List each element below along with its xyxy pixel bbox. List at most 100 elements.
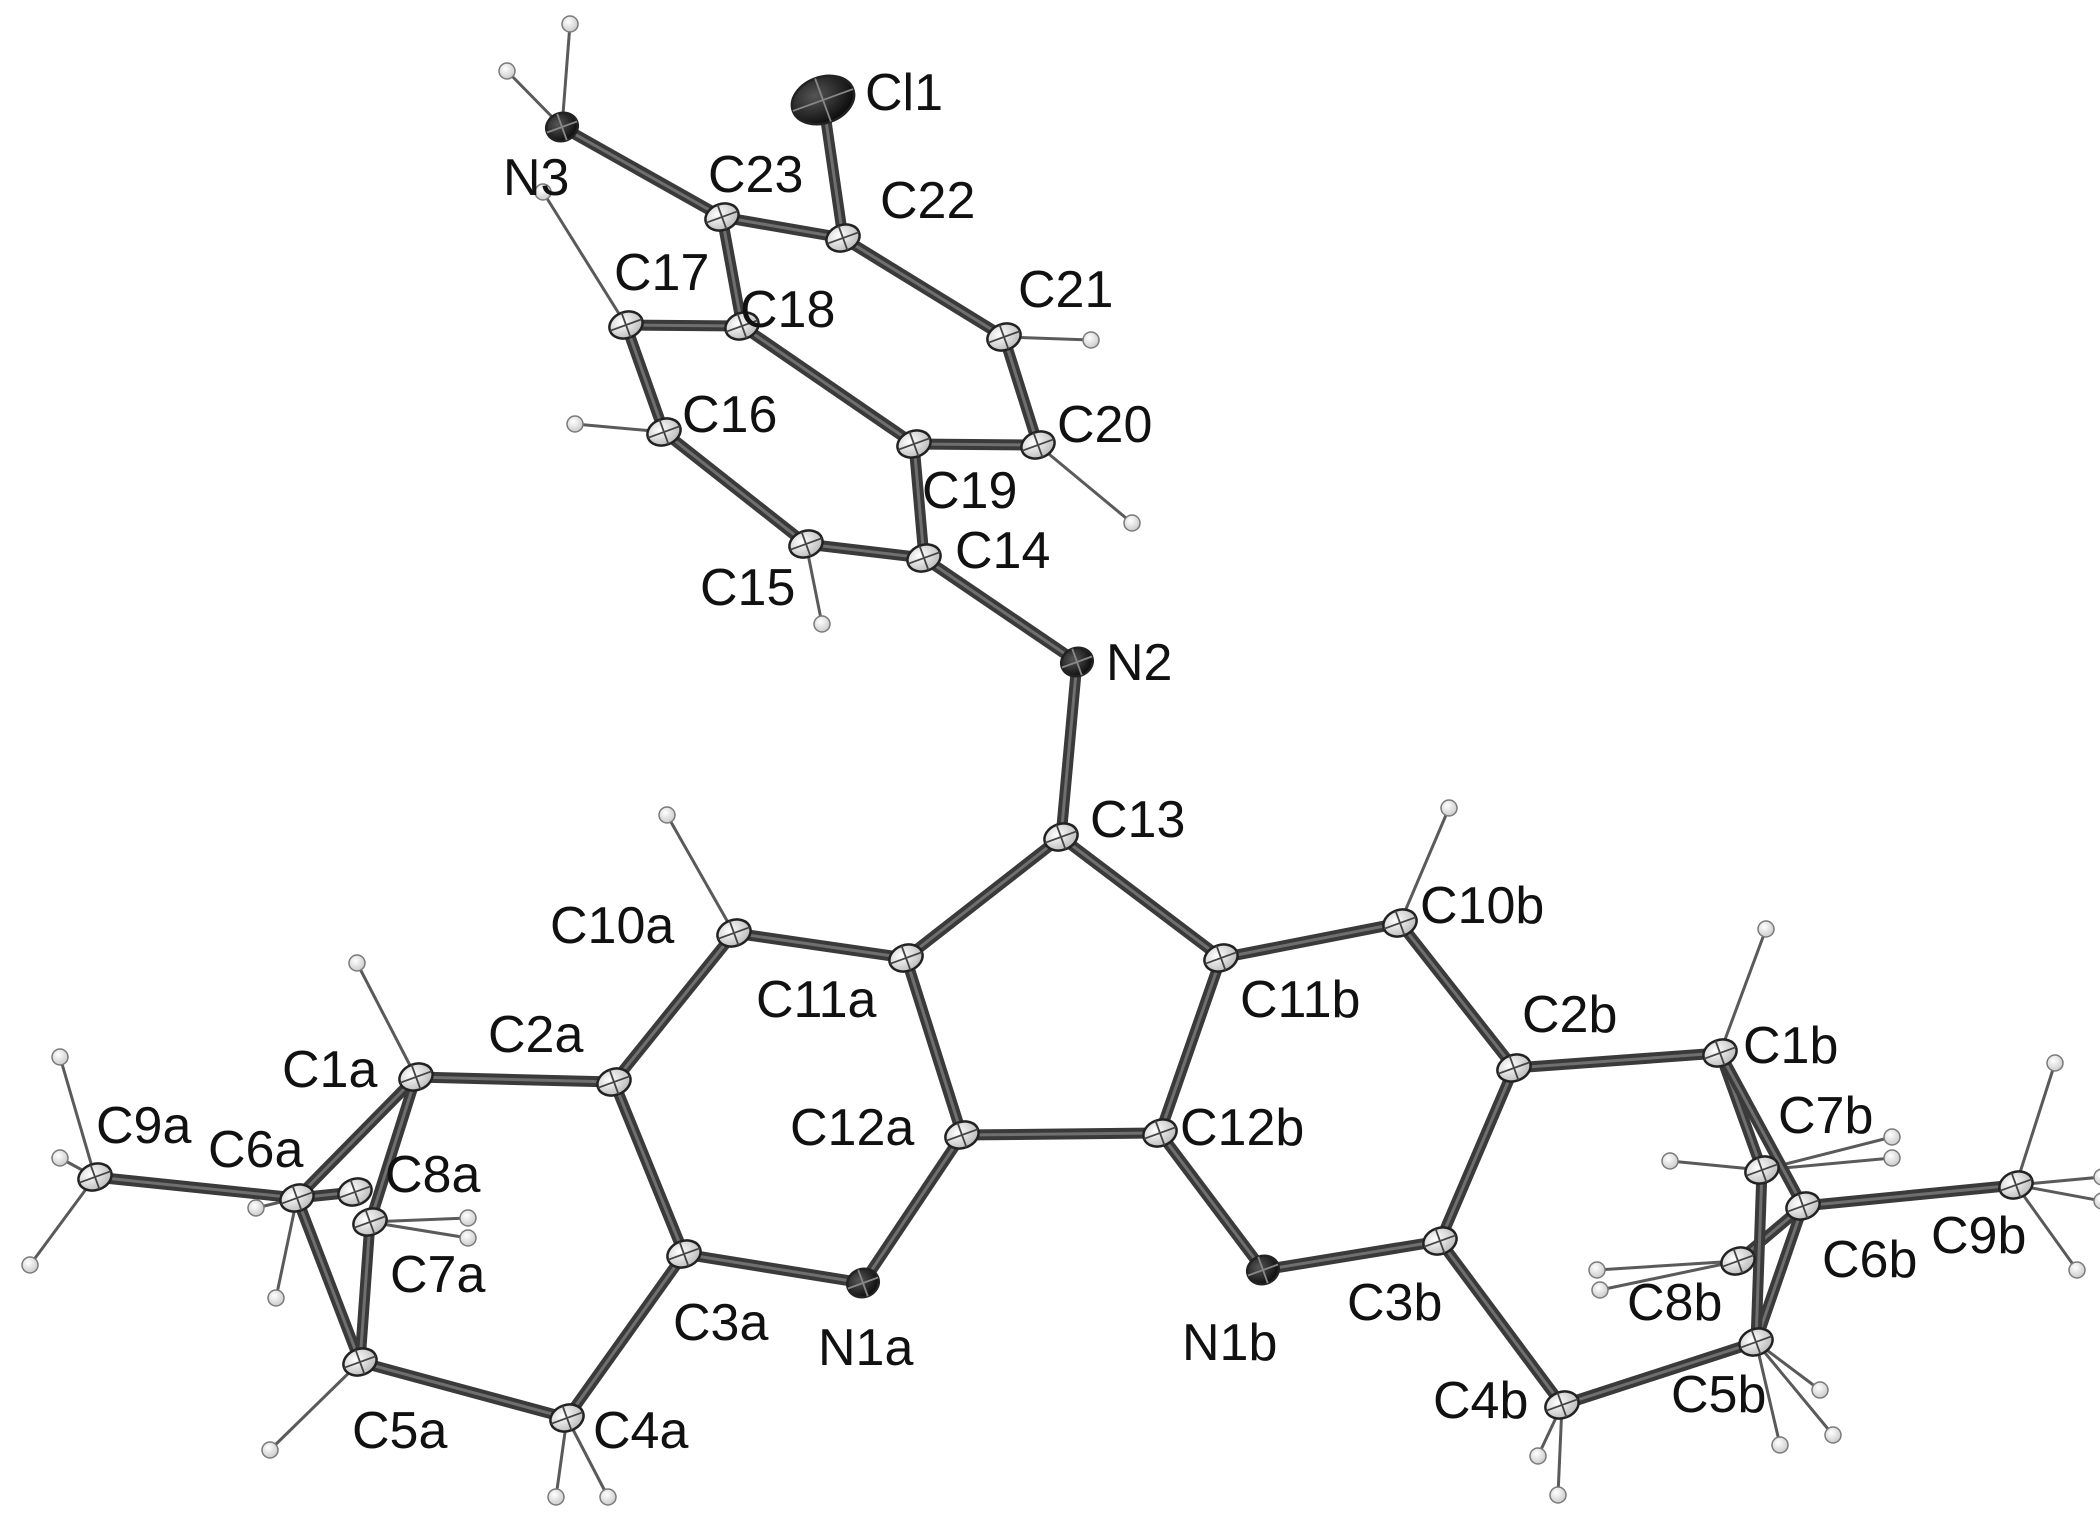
atom-c4a [549, 1403, 585, 1433]
ellipsoid-axis [1032, 432, 1044, 458]
atom-c15 [788, 529, 824, 559]
ellipsoid-axis [89, 1164, 101, 1190]
atom-label-c20: C20 [1057, 396, 1152, 454]
bond-highlight [804, 542, 926, 560]
bond-C20-C19 [908, 438, 1044, 451]
bond-C7a-C5a [354, 1216, 376, 1368]
atom-label-c14: C14 [955, 522, 1050, 580]
ellipsoid-axis [1756, 1157, 1768, 1183]
atom-label-c8b: C8b [1627, 1274, 1722, 1332]
atom-c10b [1382, 908, 1418, 938]
hydrogen-atom [267, 1289, 285, 1307]
hydrogen-atom [813, 615, 831, 633]
atom-label-c9b: C9b [1931, 1207, 2026, 1265]
bond-highlight [414, 1075, 616, 1084]
bond-C13-C11a [900, 831, 1067, 964]
hydrogen-bond-line [58, 1055, 97, 1179]
hydrogen-atom [1771, 1436, 1789, 1454]
hydrogen-atom [1123, 514, 1141, 532]
ellipsoid-axis [556, 113, 568, 141]
ellipsoid-axis [1750, 1329, 1762, 1355]
atom-label-c11a: C11a [756, 971, 877, 1029]
atom-c3a [666, 1239, 702, 1269]
atom-c5b [1738, 1327, 1774, 1357]
bond-highlight [560, 125, 724, 219]
atom-c20 [1020, 430, 1056, 460]
hydrogen-atom [2093, 1168, 2100, 1186]
hydrogen-atom [2068, 1261, 2086, 1279]
ellipsoid-axis [1508, 1055, 1520, 1081]
atom-label-c6b: C6b [1822, 1231, 1917, 1289]
atom-c23 [704, 202, 740, 232]
bond-C3b-N1b [1257, 1235, 1446, 1276]
bond-highlight [368, 1075, 418, 1224]
hydrogen-atom [348, 954, 366, 972]
ellipsoid-axis [364, 1209, 376, 1235]
hydrogen-atom [561, 15, 579, 33]
atom-label-c12a: C12a [790, 1099, 914, 1157]
hydrogen-atom [1529, 1447, 1547, 1465]
bond-highlight [1002, 335, 1040, 447]
hydrogen-atom [1440, 799, 1458, 817]
atom-label-c18: C18 [740, 281, 835, 339]
hydrogen-atom [534, 183, 552, 201]
ellipsoid-axis [1556, 1392, 1568, 1418]
bond-highlight [960, 1131, 1162, 1137]
atom-label-c5a: C5a [352, 1402, 447, 1460]
atom-label-c2a: C2a [488, 1006, 583, 1064]
bond-highlight [1059, 835, 1223, 960]
bond-C12a-C12b [956, 1127, 1166, 1141]
bond-highlight [1261, 1239, 1442, 1272]
bond-C11a-C10a [728, 927, 912, 964]
atom-label-c4a: C4a [593, 1402, 688, 1460]
atom-c16 [646, 417, 682, 447]
atom-layer [77, 74, 2034, 1433]
bond-highlight [1438, 1239, 1564, 1407]
atom-cl1 [790, 74, 856, 126]
atom-c3b [1422, 1226, 1458, 1256]
bond-highlight [1158, 1131, 1265, 1272]
bond-C5a-C4a [354, 1356, 573, 1424]
atom-c5a [342, 1347, 378, 1377]
bond-C2a-C3a [608, 1076, 690, 1260]
ellipsoid-axis [1071, 648, 1083, 676]
ellipsoid-axis [2010, 1172, 2022, 1198]
bond-highlight [358, 1220, 372, 1364]
atom-label-c3a: C3a [673, 1294, 768, 1352]
atom-c6a [279, 1183, 315, 1213]
bond-C6b-C5b [1750, 1200, 1809, 1348]
bond-highlight [295, 1075, 418, 1200]
bond-highlight [740, 324, 916, 446]
ellipsoid-axis [1215, 945, 1227, 971]
ellipsoid-axis [1732, 1248, 1744, 1274]
bond-C1a-C6a [291, 1071, 422, 1204]
bond-C19-C18 [736, 320, 920, 450]
hydrogen-bond-line [28, 1175, 97, 1267]
ellipsoid-axis [678, 1241, 690, 1267]
atom-c4b [1544, 1390, 1580, 1420]
bond-highlight [861, 1133, 964, 1285]
atom-c10a [716, 918, 752, 948]
hydrogen-atom [1661, 1152, 1679, 1170]
hydrogen-bond-line [565, 1416, 610, 1499]
atom-n3 [544, 111, 580, 143]
bond-highlight [358, 1360, 569, 1420]
bond-highlight [1219, 921, 1402, 960]
ellipsoid-axis [658, 419, 670, 445]
atom-label-n1b: N1b [1182, 1314, 1277, 1372]
bond-layer [89, 94, 2022, 1424]
bond-highlight [922, 556, 1079, 664]
atom-c8a [337, 1177, 373, 1207]
hydrogen-bond-line [1398, 806, 1451, 925]
bond-C11b-C10b [1215, 917, 1406, 964]
ellipsoid-axis [736, 313, 748, 339]
atom-label-n1a: N1a [818, 1319, 913, 1377]
hydrogen-bond-line [274, 1196, 299, 1300]
atom-c18 [724, 311, 760, 341]
hydrogen-atom [1549, 1486, 1567, 1504]
bond-highlight [720, 215, 845, 240]
hydrogen-atom [566, 415, 584, 433]
ellipsoid-axis [998, 324, 1010, 350]
hydrogen-atom [1082, 331, 1100, 349]
